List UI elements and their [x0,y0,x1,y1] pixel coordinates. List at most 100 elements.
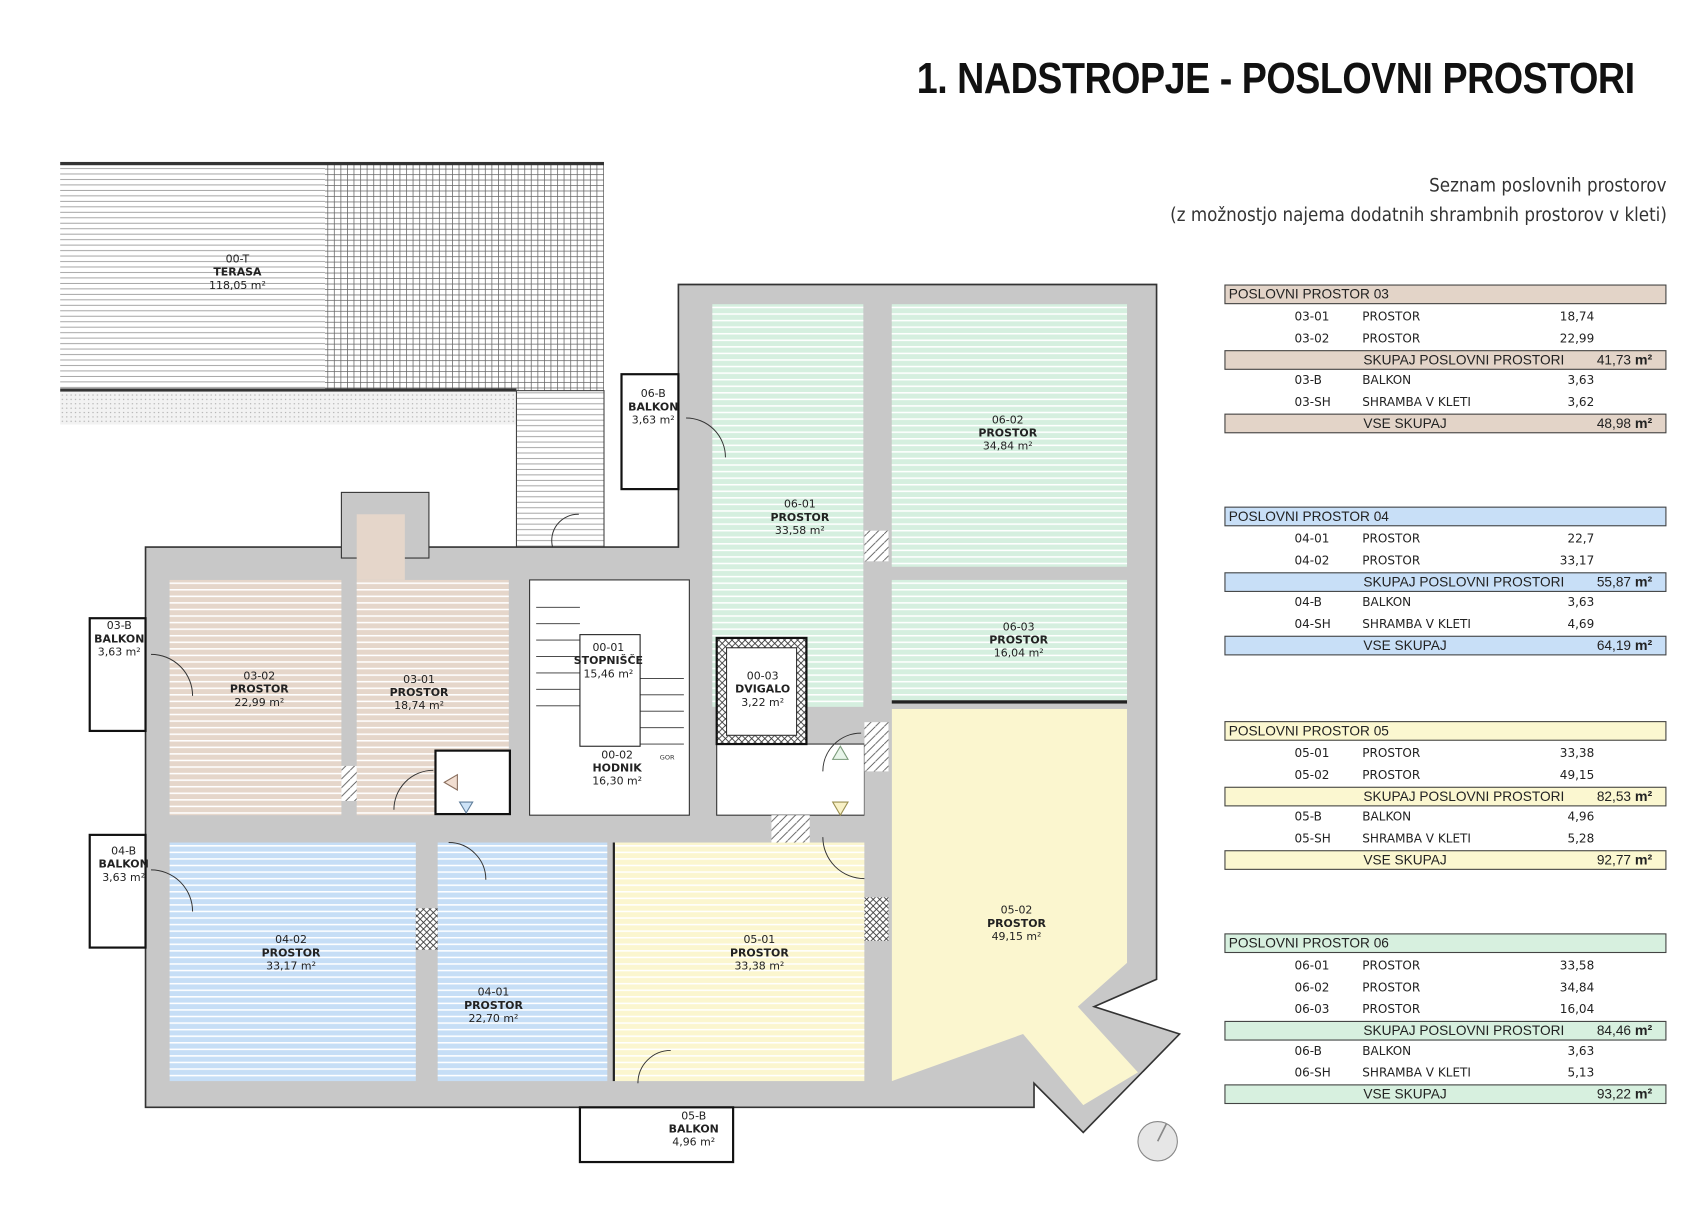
room-name: PROSTOR [987,918,1046,931]
room-code: 04-02 [275,934,307,947]
room-area: 34,84 [1559,980,1595,995]
room-name: BALKON [668,1123,719,1136]
room-area: 33,17 [1559,553,1595,568]
room-type: PROSTOR [1362,331,1421,346]
room-name: PROSTOR [729,947,789,960]
room-code: 06-SH [1294,1065,1331,1080]
room-area: 18,74 [1559,309,1595,324]
room-name: PROSTOR [989,634,1049,647]
room-area: 3,63 [1567,595,1595,610]
room-area: 4,96 m² [672,1136,716,1149]
room-type: PROSTOR [1362,1002,1421,1017]
room-code: 04-02 [1294,553,1330,568]
room-code: 00-01 [592,642,625,655]
room-area: 5,28 [1567,831,1595,846]
room-code: 06-03 [1294,1002,1330,1017]
room-code: 03-SH [1294,395,1331,410]
room-area: 22,99 m² [234,697,285,710]
room-code: 06-02 [1294,980,1330,995]
room-area: 118,05 m² [209,280,266,293]
room-area: 15,46 m² [583,668,634,681]
total-bar-label: VSE SKUPAJ [1363,415,1447,432]
room-code: 05-01 [743,934,776,947]
unit-header: POSLOVNI PROSTOR 06 [1224,933,1667,954]
room-type: PROSTOR [1362,553,1421,568]
total-bar-label: VSE SKUPAJ [1363,852,1447,868]
unit-header: POSLOVNI PROSTOR 04 [1224,506,1667,527]
room-type: BALKON [1362,1043,1412,1059]
room-code: 06-B [640,388,666,401]
terrace [60,161,605,548]
room-area: 33,38 [1559,746,1595,761]
room-area: 3,63 m² [97,646,141,659]
room-code: 05-02 [1294,768,1330,783]
room-area: 22,70 m² [468,1013,519,1026]
room-code: 04-B [1294,595,1322,610]
room-type: PROSTOR [1362,746,1421,761]
room-area: 33,58 [1559,958,1595,973]
room-area: 49,15 m² [991,931,1042,944]
total-bar: VSE SKUPAJ 48,98 m² [1224,413,1667,434]
room-code: 06-01 [1294,958,1330,973]
total-bar-value: 48,98 m² [1596,414,1653,432]
room-name: PROSTOR [261,947,321,960]
room-code: 05-02 [1000,904,1033,917]
table-row: 04-02 PROSTOR 33,17 [1224,550,1666,572]
subtotal-bar-value: 41,73 m² [1596,351,1653,368]
room-code: 04-B [111,845,137,858]
room-code: 00-03 [746,670,779,683]
room-name: PROSTOR [770,512,830,525]
room-area: 16,04 [1559,1002,1595,1017]
room-area: 3,62 [1567,395,1595,410]
subtotal-bar-label: SKUPAJ POSLOVNI PROSTORI [1363,1023,1565,1039]
room-type: PROSTOR [1362,309,1421,324]
room-area: 18,74 m² [394,700,444,713]
room-type: BALKON [1362,373,1412,388]
room-code: 04-SH [1294,617,1331,632]
room-code: 05-B [681,1110,707,1123]
room-area: 33,17 m² [266,960,316,973]
room-code: 06-02 [991,414,1024,427]
room-area: 4,69 [1567,617,1595,632]
room-code: 05-SH [1294,831,1331,846]
room-area: 34,84 m² [982,440,1033,453]
room-code: 04-01 [477,986,510,1000]
room-area: 3,63 m² [631,414,675,427]
room-code: 03-B [106,620,132,633]
room-name: PROSTOR [978,427,1038,440]
room-code: 05-01 [1294,746,1330,761]
room-area: 3,63 [1567,1043,1595,1059]
room-code: 06-01 [783,498,816,511]
table-row: 05-01 PROSTOR 33,38 [1224,743,1666,765]
room-code: 00-T [225,253,250,266]
room-code: 04-01 [1294,531,1330,547]
room-code: 03-B [1294,373,1322,388]
